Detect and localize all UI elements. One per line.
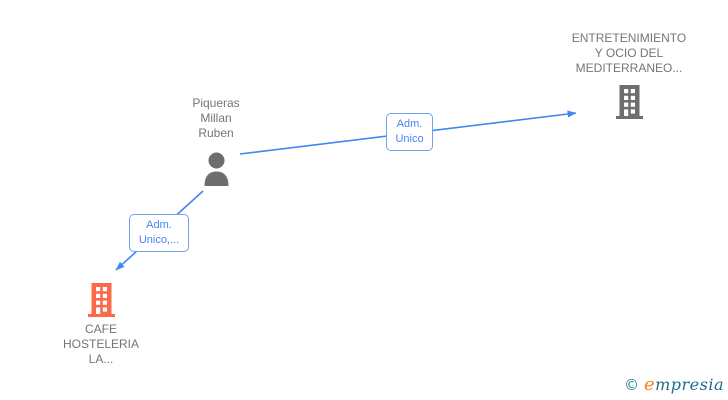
edge-label-adm-unico[interactable]: Adm. Unico [386, 113, 433, 151]
person-icon[interactable] [203, 152, 230, 186]
empresia-rest: mpresia [655, 375, 724, 394]
company-name-line: ENTRETENIMIENTO [571, 31, 687, 45]
edge-label-adm-unico-truncated[interactable]: Adm. Unico,... [129, 214, 189, 252]
edge-label-line: Unico,... [138, 234, 180, 246]
company-name-line: MEDITERRANEO... [575, 61, 683, 75]
company-name-line: CAFE [84, 322, 117, 336]
company-bottom-building-icon[interactable] [88, 283, 115, 317]
company-name-line: LA... [88, 352, 114, 366]
person-name-line: Piqueras [192, 96, 240, 110]
company-bottom-name-label[interactable]: CAFE HOSTELERIA LA... [41, 322, 161, 367]
company-name-line: Y OCIO DEL [594, 46, 664, 60]
person-silhouette [204, 152, 229, 186]
person-name-line: Millan [200, 111, 232, 125]
edge-label-line: Adm. [396, 118, 423, 130]
person-name-line: Ruben [198, 126, 234, 140]
empresia-initial: e [643, 374, 656, 395]
copyright-icon: © [623, 375, 639, 394]
company-name-line: HOSTELERIA [62, 337, 140, 351]
company-top-building-icon[interactable] [616, 85, 643, 119]
edge-label-line: Adm. [146, 219, 172, 231]
empresia-wordmark: empresia [644, 374, 724, 395]
company-top-name-label[interactable]: ENTRETENIMIENTO Y OCIO DEL MEDITERRANEO.… [549, 31, 709, 76]
building-glyph [88, 283, 115, 317]
person-name-label[interactable]: Piqueras Millan Ruben [156, 96, 276, 141]
edge-label-line: Unico [395, 133, 424, 145]
empresia-logo[interactable]: © empresia [624, 374, 724, 395]
building-glyph [616, 85, 643, 119]
